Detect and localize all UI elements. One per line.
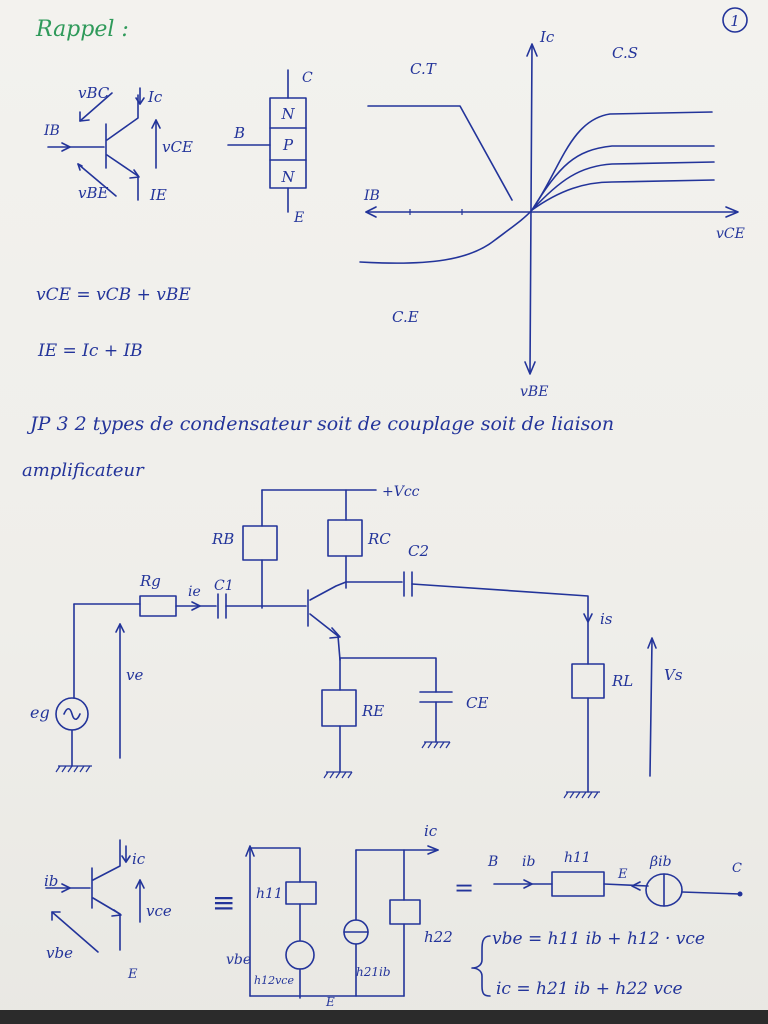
resistor-rc	[327, 519, 363, 557]
npn-layer-p: P	[282, 136, 294, 154]
label-rc: RC	[367, 530, 391, 548]
title-rappel: Rappel :	[35, 17, 129, 42]
equation-vce: vCE = vCB + vBE	[36, 285, 191, 305]
npn-label-b: B	[233, 124, 245, 142]
label-h11-right: h11	[564, 850, 591, 866]
label-vbe-mid: vbe	[226, 952, 251, 968]
label-vce-top: vCE	[162, 138, 193, 156]
label-vce-left: vce	[146, 902, 172, 920]
npn-block-diagram	[227, 69, 307, 213]
label-rb: RB	[211, 530, 234, 548]
label-c1: C1	[214, 578, 234, 594]
characteristics-graph	[359, 43, 739, 375]
label-bib: βib	[649, 854, 672, 870]
page-number: 1	[730, 12, 740, 30]
label-rg: Rg	[139, 572, 161, 590]
label-re: RE	[361, 702, 384, 720]
graph-label-ct: C.T	[410, 60, 437, 78]
label-vbe-top: vBE	[78, 184, 108, 202]
label-c-right: C	[732, 861, 742, 876]
resistor-rg	[139, 595, 177, 617]
page-number-badge: 1	[722, 7, 748, 33]
label-e-mid: E	[325, 995, 335, 1009]
label-h22: h22	[424, 928, 453, 946]
label-ib-top: IB	[43, 123, 60, 139]
transistor-symbol-top	[47, 87, 161, 201]
label-rl: RL	[611, 672, 633, 690]
equation-ie: IE = Ic + IB	[37, 341, 143, 361]
axis-vbe-label: vBE	[520, 384, 548, 400]
label-ic-left: ic	[132, 850, 146, 868]
equivalence-sign: ≡	[212, 886, 235, 919]
label-vbc: vBC	[78, 84, 110, 102]
desk-edge	[0, 1010, 768, 1024]
label-is: is	[600, 610, 613, 628]
label-ve: ve	[126, 666, 143, 684]
label-vs: Vs	[664, 666, 683, 684]
h-parameter-circuit	[245, 845, 439, 999]
label-b-right: B	[487, 854, 498, 870]
npn-label-e: E	[293, 210, 304, 226]
label-h12vce: h12vce	[254, 974, 294, 987]
note-line-2: amplificateur	[22, 460, 145, 481]
equation-ic-h: ic = h21 ib + h22 vce	[496, 979, 683, 999]
npn-layer-n2: N	[280, 168, 295, 186]
label-ib-left: ib	[44, 872, 58, 890]
label-ie-amp: ie	[188, 584, 201, 600]
label-e-right: E	[617, 867, 628, 882]
label-ie-top: IE	[149, 186, 167, 204]
resistor-rl	[571, 663, 605, 699]
label-h21ib: h21ib	[356, 965, 391, 979]
equation-vbe-h: vbe = h11 ib + h12 · vce	[492, 929, 705, 949]
axis-ib-label: IB	[363, 188, 380, 204]
graph-label-cs: C.S	[612, 44, 638, 62]
label-ic-top: Ic	[147, 88, 163, 106]
graph-label-ce: C.E	[392, 308, 419, 326]
label-ib-right: ib	[522, 854, 535, 870]
resistor-re	[321, 689, 357, 727]
note-line-1: JP 3 2 types de condensateur soit de cou…	[26, 413, 614, 435]
label-ce-cap: CE	[466, 694, 488, 712]
label-ic-mid: ic	[424, 822, 438, 840]
npn-layer-n1: N	[280, 105, 295, 123]
equals-sign: =	[454, 874, 474, 902]
amplifier-circuit	[55, 489, 657, 799]
axis-vce-label: vCE	[716, 226, 745, 242]
axis-ic-label: Ic	[539, 28, 555, 46]
npn-label-c: C	[302, 70, 313, 86]
resistor-rb	[242, 525, 278, 561]
label-eg: eg	[30, 703, 50, 722]
label-vcc: +Vcc	[382, 484, 420, 500]
label-e-left: E	[127, 967, 138, 982]
label-vbe-left: vbe	[46, 944, 73, 962]
equivalent-model-right	[471, 871, 743, 997]
label-c2: C2	[408, 542, 429, 560]
transistor-symbol-bottom	[45, 839, 145, 953]
label-h11-mid: h11	[256, 886, 283, 902]
